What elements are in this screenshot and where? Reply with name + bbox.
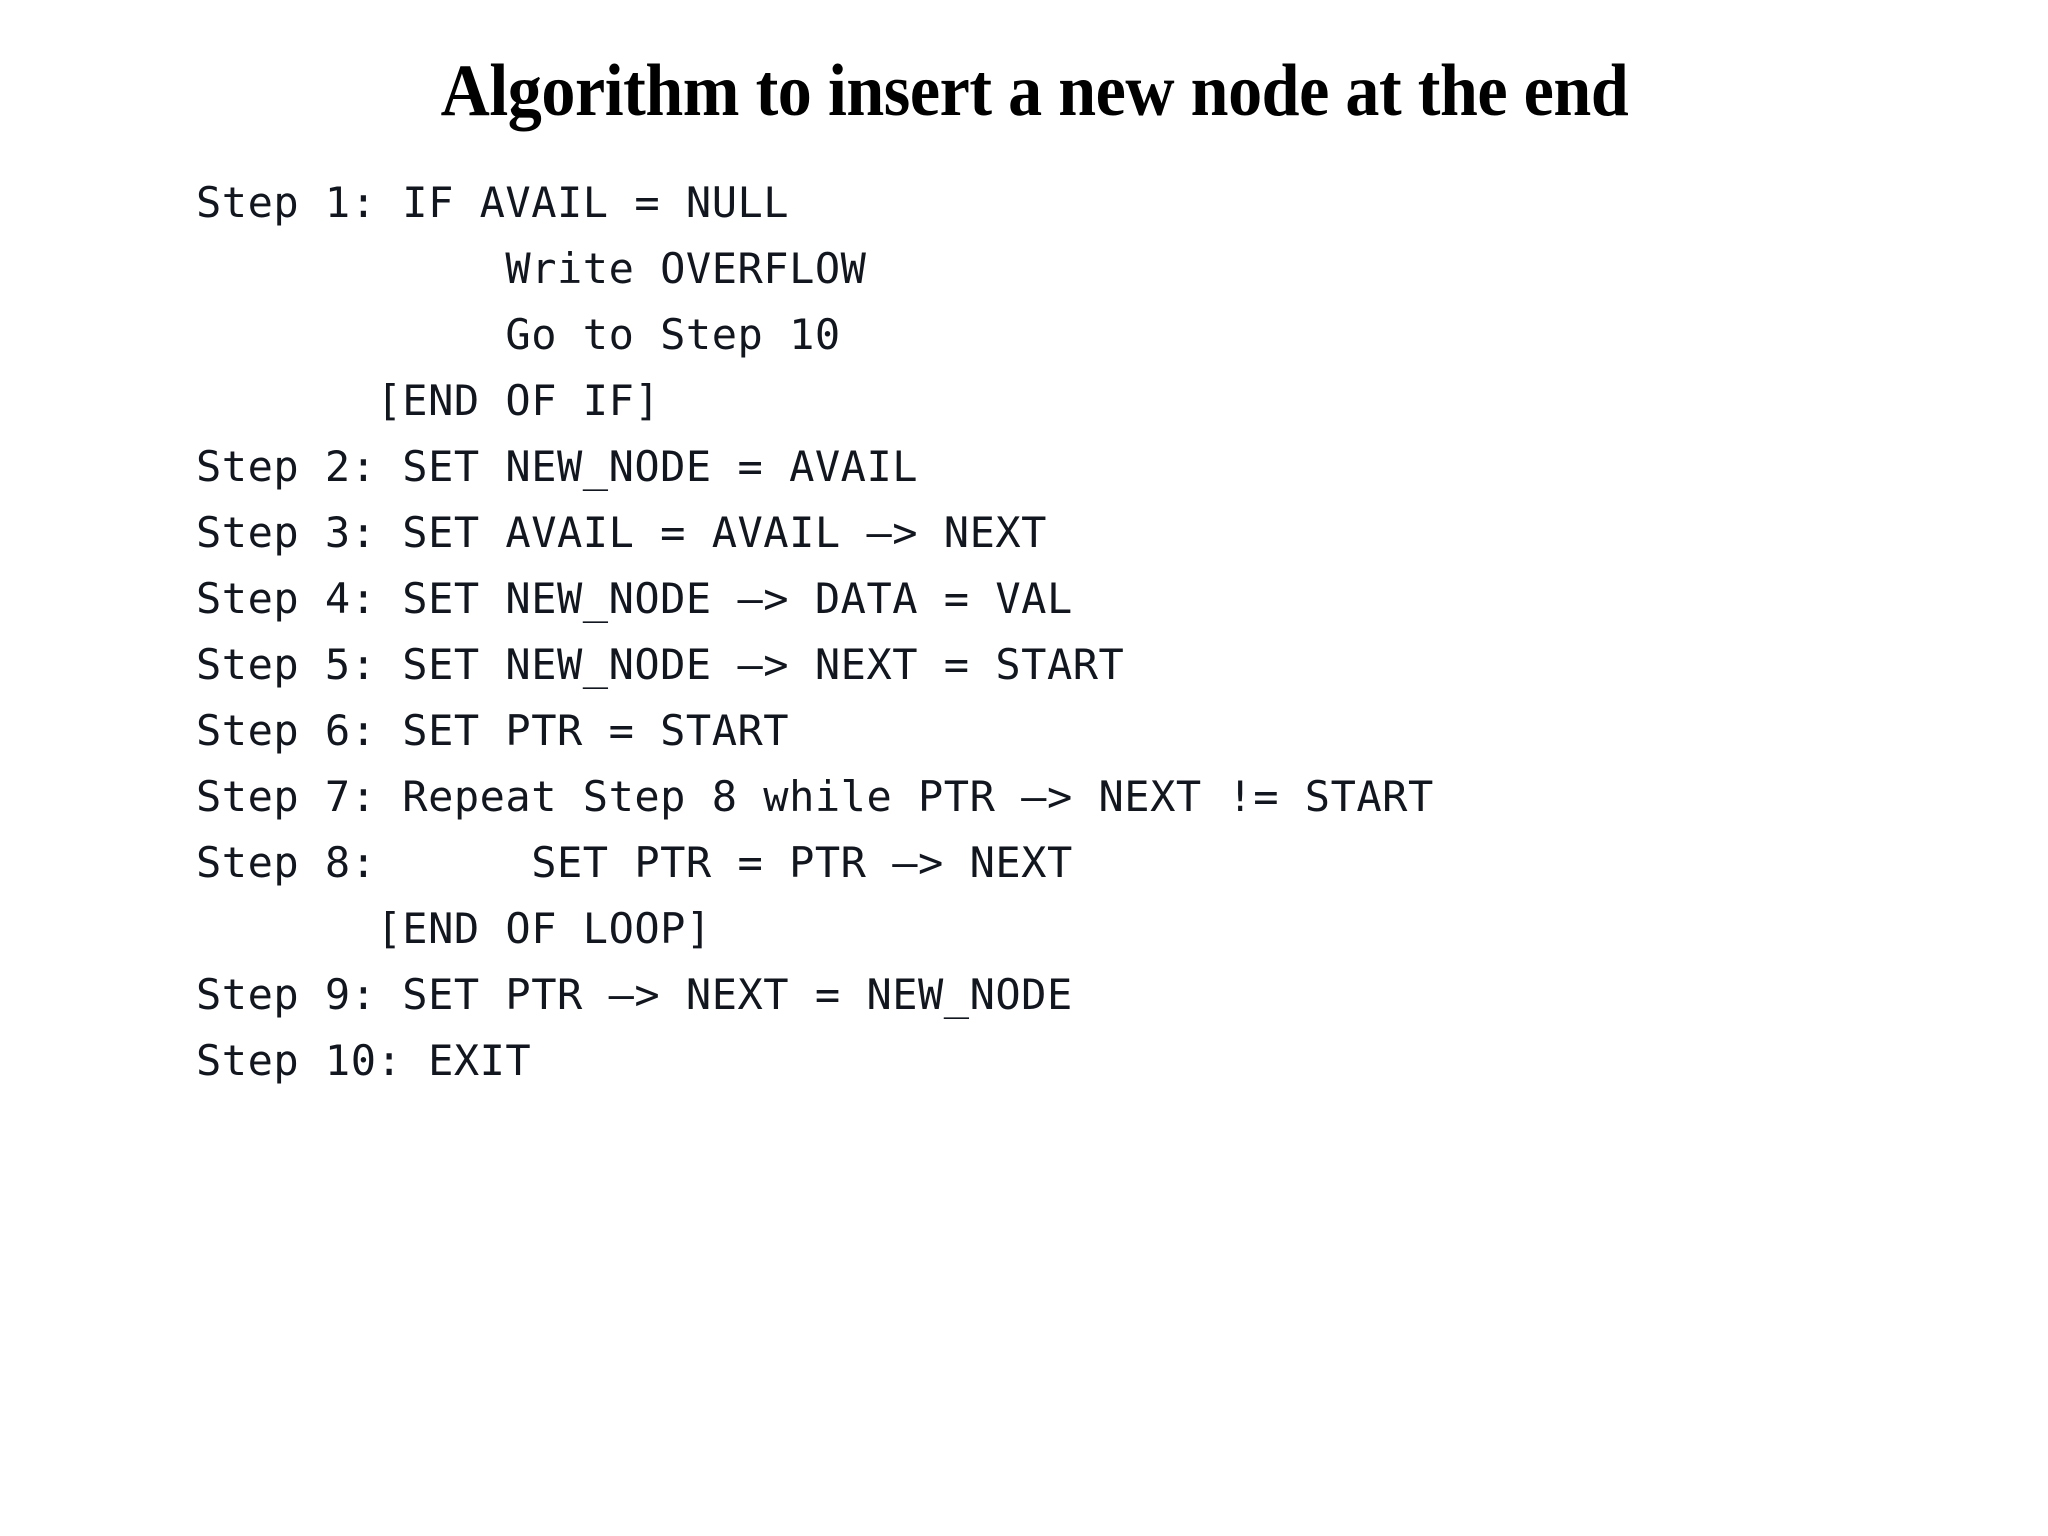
algorithm-line-step-5: Step 5: SET NEW_NODE –> NEXT = START: [196, 640, 1125, 689]
algorithm-line-goto-step-10: Go to Step 10: [196, 310, 841, 359]
algorithm-line-step-3: Step 3: SET AVAIL = AVAIL –> NEXT: [196, 508, 1047, 557]
algorithm-line-step-1: Step 1: IF AVAIL = NULL: [196, 178, 790, 227]
title-container: Algorithm to insert a new node at the en…: [0, 4, 2048, 177]
algorithm-line-step-2: Step 2: SET NEW_NODE = AVAIL: [196, 442, 919, 491]
algorithm-line-step-4: Step 4: SET NEW_NODE –> DATA = VAL: [196, 574, 1073, 623]
algorithm-line-step-10: Step 10: EXIT: [196, 1036, 532, 1085]
page-title: Algorithm to insert a new node at the en…: [440, 49, 1628, 132]
algorithm-line-step-8: Step 8: SET PTR = PTR –> NEXT: [196, 838, 1073, 887]
algorithm-line-end-of-if: [END OF IF]: [196, 376, 661, 425]
algorithm-line-end-of-loop: [END OF LOOP]: [196, 904, 712, 953]
algorithm-line-step-9: Step 9: SET PTR –> NEXT = NEW_NODE: [196, 970, 1073, 1019]
algorithm-code-block: Step 1: IF AVAIL = NULL Write OVERFLOW G…: [196, 170, 1434, 1094]
algorithm-line-overflow: Write OVERFLOW: [196, 244, 867, 293]
algorithm-line-step-6: Step 6: SET PTR = START: [196, 706, 790, 755]
algorithm-line-step-7: Step 7: Repeat Step 8 while PTR –> NEXT …: [196, 772, 1434, 821]
